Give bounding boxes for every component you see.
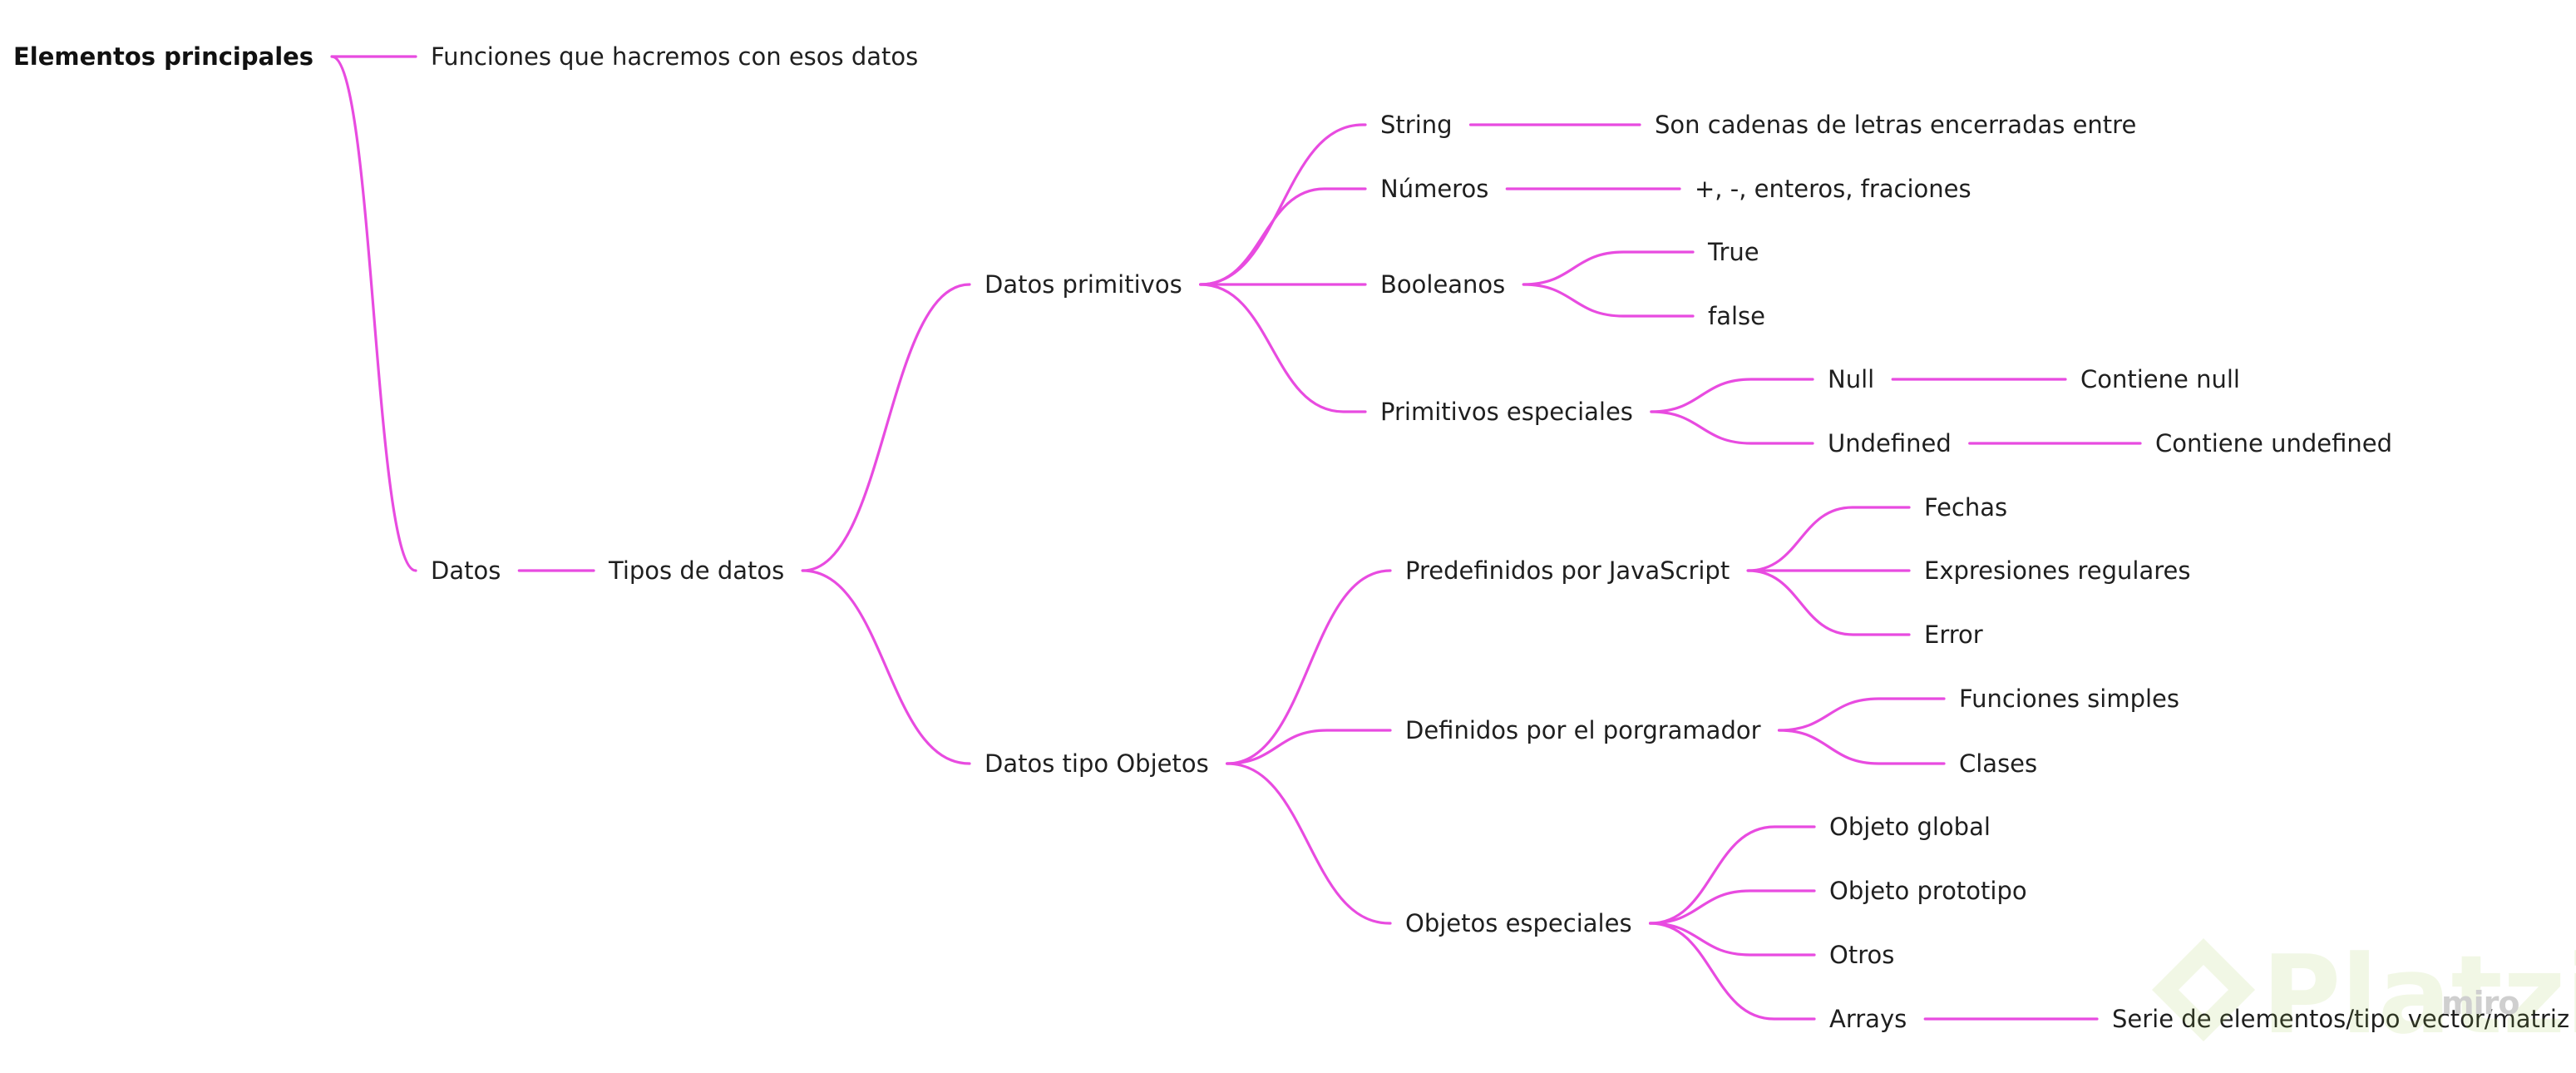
connector-booleanos-true [1522, 250, 1695, 286]
node-numeros-desc[interactable]: +, -, enteros, fraciones [1695, 175, 1971, 203]
connector-tipos-primitivos [801, 283, 971, 572]
connector-objetos-predefinidos [1226, 569, 1392, 765]
node-arrays-desc[interactable]: Serie de elementos/tipo vector/matriz [2112, 1005, 2570, 1033]
node-string[interactable]: String [1380, 111, 1453, 139]
connector-primitivos-string [1199, 123, 1367, 286]
node-arrays[interactable]: Arrays [1829, 1005, 1907, 1033]
node-definidos-programador[interactable]: Definidos por el porgramador [1405, 716, 1761, 744]
connector-prim_especiales-undefined [1650, 410, 1814, 445]
miro-logo: miro [2441, 985, 2519, 1021]
node-objetos-especiales[interactable]: Objetos especiales [1405, 909, 1632, 937]
node-objeto-prototipo[interactable]: Objeto prototipo [1829, 877, 2027, 905]
node-funciones-simples[interactable]: Funciones simples [1959, 685, 2179, 713]
node-predefinidos-javascript[interactable]: Predefinidos por JavaScript [1405, 556, 1730, 585]
connector-booleanos-false [1522, 283, 1695, 318]
node-elementos-principales[interactable]: Elementos principales [13, 42, 314, 71]
connector-objetos-definidos [1226, 729, 1392, 765]
connector-obj_especiales-obj_prototipo [1648, 889, 1816, 925]
node-true[interactable]: True [1708, 238, 1759, 266]
node-datos-tipo-objetos[interactable]: Datos tipo Objetos [985, 749, 1209, 778]
connector-obj_especiales-obj_global [1648, 825, 1816, 925]
node-datos[interactable]: Datos [431, 556, 501, 585]
node-undefined-desc[interactable]: Contiene undefined [2155, 429, 2392, 457]
connector-predefinidos-error [1746, 569, 1911, 636]
connector-root-datos [330, 55, 417, 572]
node-null-desc[interactable]: Contiene null [2080, 365, 2240, 393]
node-null[interactable]: Null [1828, 365, 1875, 393]
connector-primitivos-numeros [1199, 187, 1367, 286]
node-tipos-de-datos[interactable]: Tipos de datos [609, 556, 785, 585]
connector-objetos-obj_especiales [1226, 762, 1392, 925]
connector-prim_especiales-null [1650, 378, 1814, 413]
connector-tipos-objetos [801, 569, 971, 765]
connector-primitivos-prim_especiales [1199, 283, 1367, 413]
connector-definidos-func_simples [1777, 697, 1946, 732]
node-otros[interactable]: Otros [1829, 941, 1895, 969]
node-undefined[interactable]: Undefined [1828, 429, 1952, 457]
connector-obj_especiales-arrays [1648, 922, 1816, 1021]
connector-predefinidos-fechas [1746, 506, 1911, 572]
node-string-desc[interactable]: Son cadenas de letras encerradas entre [1655, 111, 2137, 139]
node-clases[interactable]: Clases [1959, 749, 2038, 778]
node-false[interactable]: false [1708, 302, 1765, 330]
connector-definidos-clases [1777, 729, 1946, 765]
node-funciones[interactable]: Funciones que hacremos con esos datos [431, 42, 919, 71]
node-fechas[interactable]: Fechas [1924, 493, 2008, 522]
node-numeros[interactable]: Números [1380, 175, 1489, 203]
node-primitivos-especiales[interactable]: Primitivos especiales [1380, 398, 1633, 426]
node-objeto-global[interactable]: Objeto global [1829, 813, 1991, 841]
node-datos-primitivos[interactable]: Datos primitivos [985, 270, 1182, 299]
node-expresiones-regulares[interactable]: Expresiones regulares [1924, 556, 2191, 585]
node-booleanos[interactable]: Booleanos [1380, 270, 1506, 299]
node-error[interactable]: Error [1924, 621, 1983, 649]
